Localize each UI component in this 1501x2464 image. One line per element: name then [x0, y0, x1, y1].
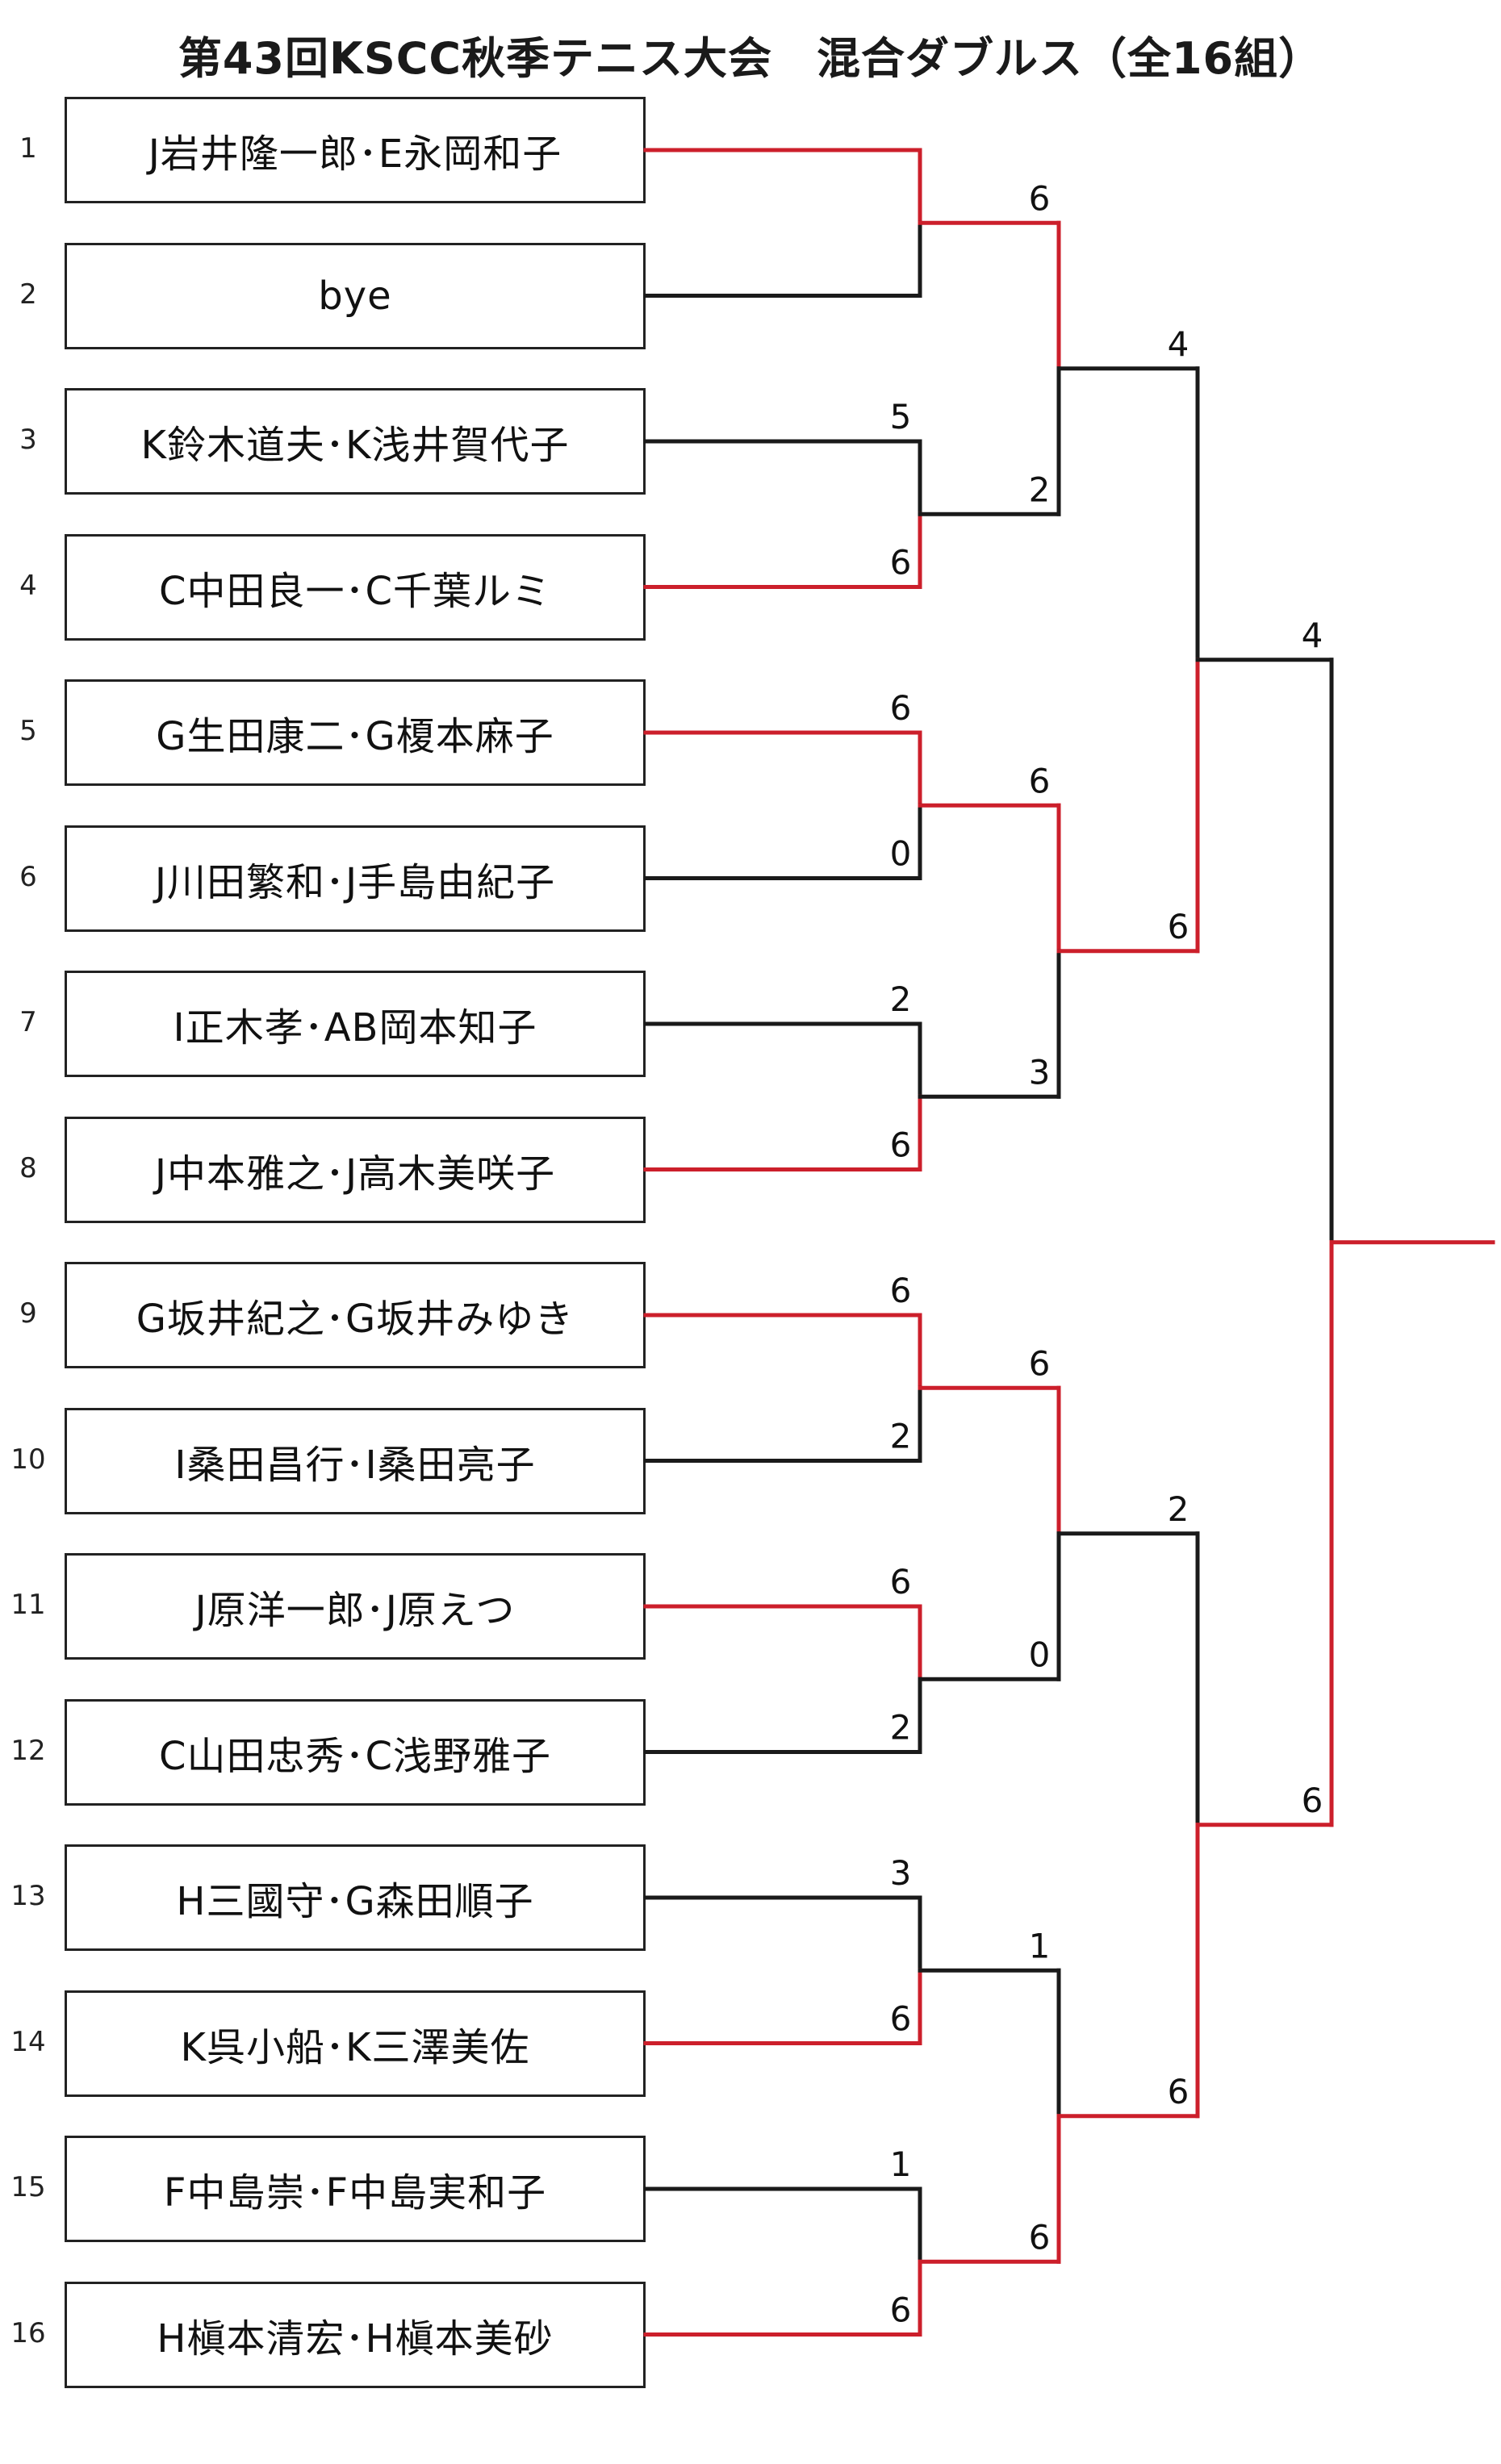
- entry-seed-number: 9: [19, 1297, 37, 1330]
- match-score: 6: [890, 1271, 912, 1310]
- match-score: 6: [1029, 178, 1051, 218]
- match-score: 6: [890, 688, 912, 728]
- match-score: 2: [890, 1417, 912, 1456]
- entry-pair-box: H三國守･G森田順子: [65, 1844, 646, 1951]
- match-score: 4: [1168, 324, 1190, 364]
- match-score: 2: [890, 979, 912, 1019]
- match-score: 6: [890, 2291, 912, 2330]
- entry-pair-box: J岩井隆一郎･E永岡和子: [65, 97, 646, 203]
- match-score: 2: [1029, 470, 1051, 509]
- entry-seed-number: 3: [19, 424, 37, 456]
- entry-pair-box: C中田良一･C千葉ルミ: [65, 533, 646, 641]
- match-score: 6: [1029, 2217, 1051, 2257]
- entry-seed-number: 1: [19, 132, 37, 165]
- entry-seed-number: 15: [10, 2171, 46, 2203]
- match-score: 3: [890, 1853, 912, 1893]
- match-score: 6: [1029, 1343, 1051, 1383]
- entry-seed-number: 5: [19, 715, 37, 747]
- entry-seed-number: 8: [19, 1151, 37, 1184]
- match-score: 6: [1168, 907, 1190, 946]
- match-score: 3: [1029, 1052, 1051, 1092]
- entry-seed-number: 12: [10, 1734, 46, 1767]
- match-score: 6: [1029, 761, 1051, 800]
- entry-seed-number: 4: [19, 569, 37, 602]
- entry-seed-number: 7: [19, 1006, 37, 1038]
- match-score: 1: [890, 2145, 912, 2184]
- match-score: 6: [1302, 1781, 1323, 1820]
- entry-pair-box: I桑田昌行･I桑田亮子: [65, 1407, 646, 1514]
- match-score: 2: [890, 1708, 912, 1748]
- match-score: 0: [1029, 1635, 1051, 1674]
- match-score: 0: [890, 834, 912, 874]
- entry-pair-box: I正木孝･AB岡本知子: [65, 971, 646, 1077]
- entry-pair-box: C山田忠秀･C浅野雅子: [65, 1698, 646, 1806]
- match-score: 6: [890, 1126, 912, 1165]
- match-score: 5: [890, 397, 912, 436]
- entry-seed-number: 14: [10, 2025, 46, 2058]
- entry-pair-box: J中本雅之･J高木美咲子: [65, 1116, 646, 1223]
- entry-pair-box: J原洋一郎･J原えつ: [65, 1553, 646, 1660]
- entry-pair-box: K鈴木道夫･K浅井賀代子: [65, 388, 646, 495]
- entry-pair-box: bye: [65, 242, 646, 349]
- entry-pair-box: G坂井紀之･G坂井みゆき: [65, 1262, 646, 1368]
- entry-seed-number: 13: [10, 1880, 46, 1912]
- entry-pair-box: K呉小船･K三澤美佐: [65, 1990, 646, 2097]
- match-score: 2: [1168, 1489, 1190, 1529]
- entry-pair-box: H槇本清宏･H槇本美砂: [65, 2281, 646, 2388]
- page-title: 第43回KSCC秋季テニス大会 混合ダブルス（全16組）: [178, 33, 1323, 84]
- match-score: 6: [1168, 2072, 1190, 2111]
- entry-seed-number: 11: [10, 1589, 46, 1621]
- entry-seed-number: 2: [19, 278, 37, 311]
- match-score: 4: [1302, 616, 1323, 655]
- entry-pair-box: G生田康二･G榎本麻子: [65, 679, 646, 786]
- match-score: 6: [890, 1562, 912, 1602]
- entry-pair-box: J川田繁和･J手島由紀子: [65, 825, 646, 932]
- entry-seed-number: 6: [19, 860, 37, 893]
- match-score: 6: [890, 1999, 912, 2039]
- entry-seed-number: 10: [10, 1443, 46, 1476]
- match-score: 6: [890, 543, 912, 583]
- match-score: 1: [1029, 1926, 1051, 1965]
- entry-seed-number: 16: [10, 2316, 46, 2349]
